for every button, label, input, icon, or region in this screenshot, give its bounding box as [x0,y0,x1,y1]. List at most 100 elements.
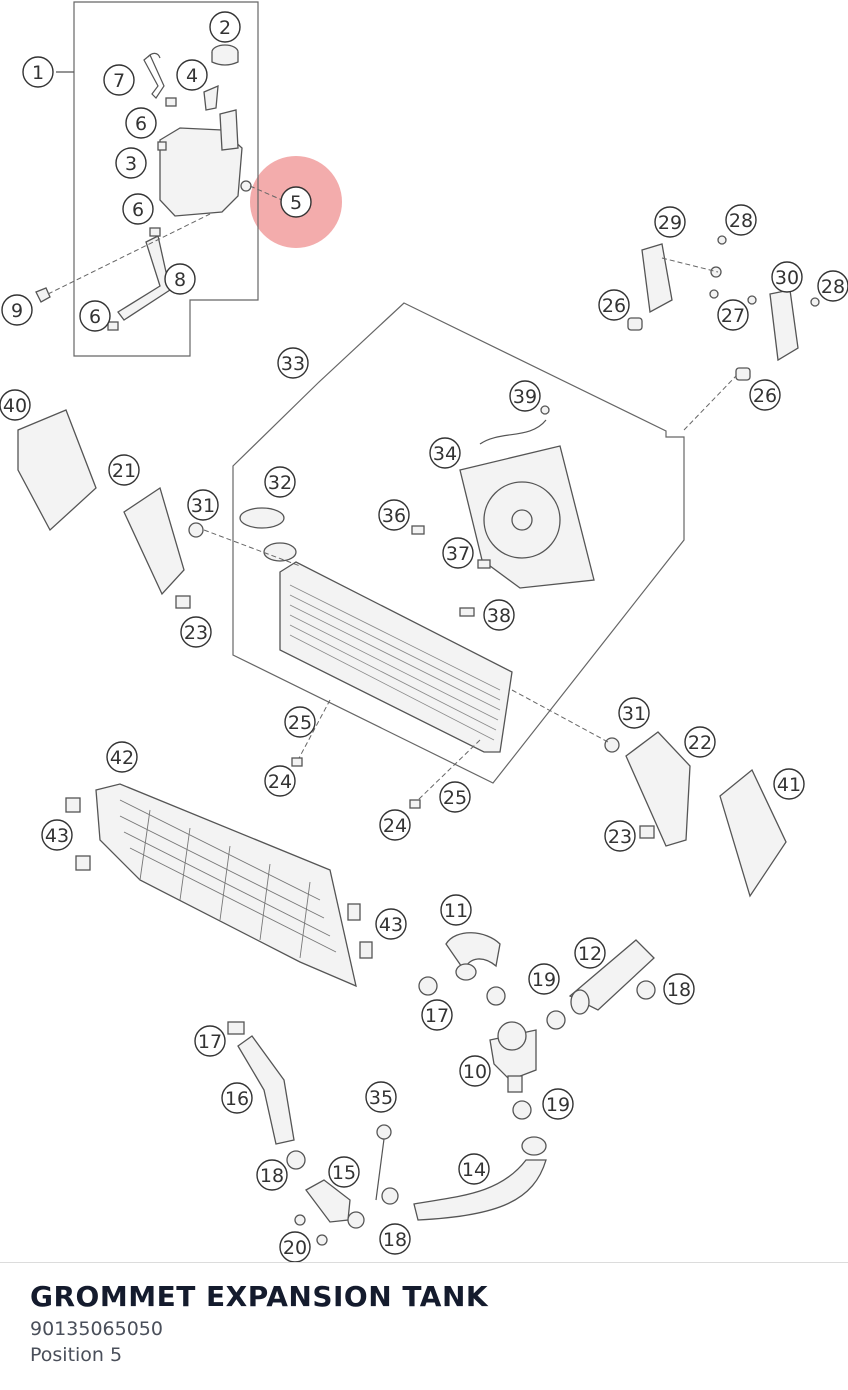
part-callout-4[interactable]: 4 [176,59,208,91]
callout-circle [79,300,111,332]
part-callout-26[interactable]: 26 [598,289,630,321]
part-callout-9[interactable]: 9 [1,294,33,326]
callout-number: 31 [622,703,646,725]
part-callout-2[interactable]: 2 [209,11,241,43]
callout-circle [528,963,560,995]
part-callout-24[interactable]: 24 [264,765,296,797]
callout-circle [509,380,541,412]
callout-circle [542,1088,574,1120]
callout-circle [264,765,296,797]
part-callout-40[interactable]: 40 [0,389,31,421]
callout-circle [122,193,154,225]
part-callout-14[interactable]: 14 [458,1153,490,1185]
callout-circle [194,1025,226,1057]
part-callout-22[interactable]: 22 [684,726,716,758]
part-callout-25[interactable]: 25 [439,781,471,813]
radiator-assembly [188,405,620,809]
callout-circle [379,809,411,841]
part-callout-18[interactable]: 18 [663,973,695,1005]
part-callout-41[interactable]: 41 [773,768,805,800]
callout-circle [717,299,749,331]
part-callout-11[interactable]: 11 [440,894,472,926]
callout-number: 12 [578,943,602,965]
part-callout-6[interactable]: 6 [125,107,157,139]
part-callout-17[interactable]: 17 [421,999,453,1031]
callout-circle [375,908,407,940]
part-callout-19[interactable]: 19 [542,1088,574,1120]
part-callout-12[interactable]: 12 [574,937,606,969]
callout-circle [725,204,757,236]
part-callout-31[interactable]: 31 [187,489,219,521]
callout-number: 6 [89,306,101,328]
callout-circle [106,741,138,773]
callout-number: 28 [821,276,845,298]
part-callout-38[interactable]: 38 [483,599,515,631]
part-callout-35[interactable]: 35 [365,1081,397,1113]
callout-circle [41,819,73,851]
part-callout-37[interactable]: 37 [442,537,474,569]
callout-circle [280,186,312,218]
callout-circle [103,64,135,96]
callout-number: 26 [602,295,626,317]
part-callout-34[interactable]: 34 [429,437,461,469]
callout-circle [773,768,805,800]
part-callout-19[interactable]: 19 [528,963,560,995]
callout-number: 17 [425,1005,449,1027]
part-callout-25[interactable]: 25 [284,706,316,738]
callout-number: 39 [513,386,537,408]
part-callout-20[interactable]: 20 [279,1231,311,1262]
callout-number: 38 [487,605,511,627]
callout-number: 19 [546,1094,570,1116]
part-callout-28[interactable]: 28 [725,204,757,236]
callout-number: 4 [186,65,198,87]
part-callout-21[interactable]: 21 [108,454,140,486]
callout-circle [221,1082,253,1114]
callout-circle [817,270,848,302]
part-callout-31[interactable]: 31 [618,697,650,729]
part-callout-8[interactable]: 8 [164,263,196,295]
callout-number: 42 [110,747,134,769]
part-callout-29[interactable]: 29 [654,206,686,238]
part-callout-7[interactable]: 7 [103,64,135,96]
callout-circle [209,11,241,43]
callout-circle [439,781,471,813]
part-callout-43[interactable]: 43 [375,908,407,940]
part-callout-10[interactable]: 10 [459,1055,491,1087]
part-callout-5[interactable]: 5 [280,186,312,218]
part-callout-23[interactable]: 23 [180,616,212,648]
callout-circle [604,820,636,852]
callout-number: 15 [332,1162,356,1184]
part-callout-26[interactable]: 26 [749,379,781,411]
part-callout-18[interactable]: 18 [256,1159,288,1191]
part-callout-17[interactable]: 17 [194,1025,226,1057]
part-callout-36[interactable]: 36 [378,499,410,531]
part-callout-3[interactable]: 3 [115,147,147,179]
callout-circle [1,294,33,326]
callout-circle [458,1153,490,1185]
callout-circle [421,999,453,1031]
part-callout-1[interactable]: 1 [22,56,54,88]
part-callout-23[interactable]: 23 [604,820,636,852]
callout-circle [654,206,686,238]
callout-circle [771,261,803,293]
callout-number: 8 [174,269,186,291]
callout-circle [176,59,208,91]
callout-number: 29 [658,212,682,234]
callout-circle [180,616,212,648]
part-callout-6[interactable]: 6 [122,193,154,225]
part-callout-33[interactable]: 33 [277,347,309,379]
part-callout-28[interactable]: 28 [817,270,848,302]
part-callout-30[interactable]: 30 [771,261,803,293]
part-callout-43[interactable]: 43 [41,819,73,851]
part-callout-15[interactable]: 15 [328,1156,360,1188]
part-callout-42[interactable]: 42 [106,741,138,773]
part-callout-39[interactable]: 39 [509,380,541,412]
part-callout-32[interactable]: 32 [264,466,296,498]
part-callout-24[interactable]: 24 [379,809,411,841]
part-callout-6[interactable]: 6 [79,300,111,332]
callout-number: 36 [382,505,406,527]
part-name: GROMMET EXPANSION TANK [30,1280,489,1313]
part-callout-18[interactable]: 18 [379,1223,411,1255]
part-callout-27[interactable]: 27 [717,299,749,331]
part-callout-16[interactable]: 16 [221,1082,253,1114]
